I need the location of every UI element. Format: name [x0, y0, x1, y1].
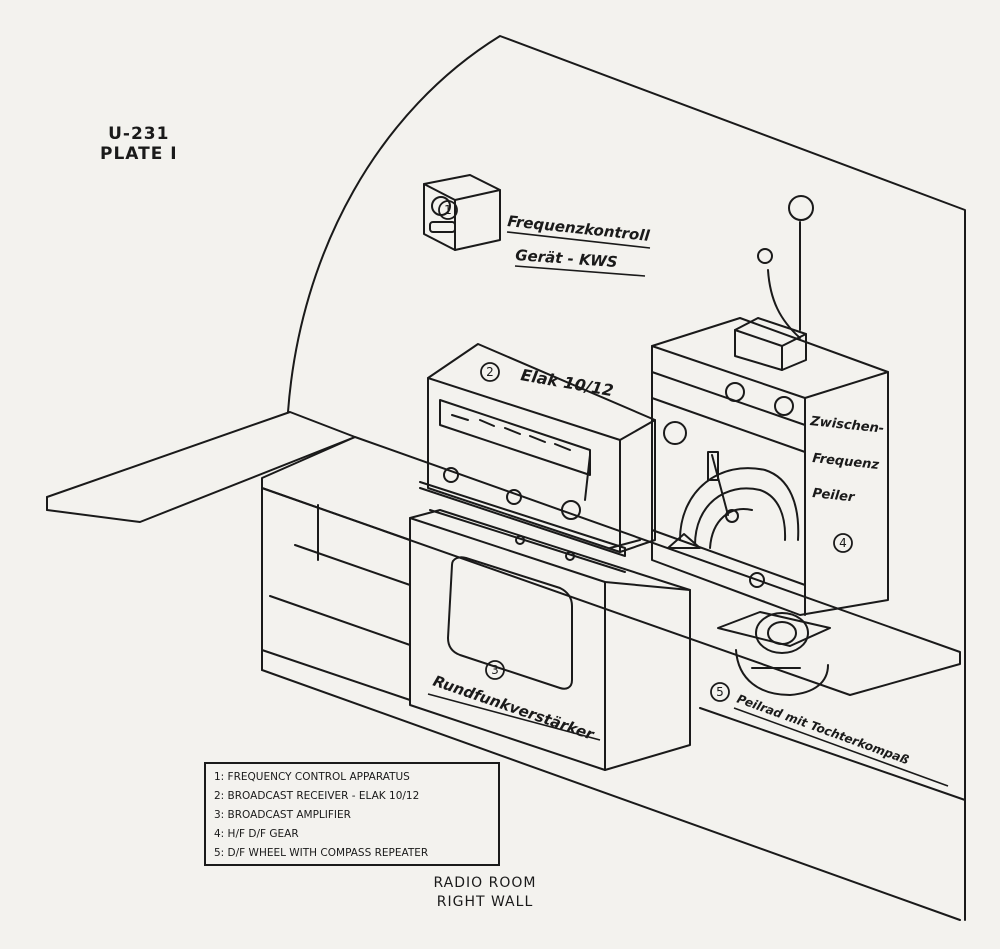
df-gear	[651, 195, 889, 616]
marker-5: 5	[716, 685, 724, 699]
legend-item-1: 1: Frequency control apparatus	[214, 771, 410, 783]
label-4-line2: Frequenz	[812, 451, 881, 473]
marker-3-ring	[485, 660, 505, 680]
marker-4: 4	[839, 536, 847, 550]
label-2: Elak 10/12	[519, 365, 615, 400]
plate-code: U-231	[108, 124, 170, 144]
df-wheel	[717, 611, 831, 696]
frequency-control-box	[423, 174, 501, 251]
wall-baseline	[699, 707, 966, 801]
marker-1-ring	[438, 200, 458, 220]
counter-base-line	[261, 669, 961, 921]
marker-4-ring	[833, 533, 853, 553]
counter-top	[261, 436, 961, 696]
legend-item-2: 2: Broadcast receiver - Elak 10/12	[214, 790, 420, 802]
caption-line1: RADIO ROOM	[433, 875, 537, 891]
plate-title: U-231 PLATE I	[100, 124, 178, 164]
hull-curve	[287, 35, 966, 921]
legend-item-3: 3: Broadcast amplifier	[214, 809, 351, 821]
label-4-line3: Peiler	[812, 486, 857, 505]
marker-2-ring	[480, 362, 500, 382]
label-4-line1: Zwischen-	[809, 414, 885, 437]
caption: RADIO ROOM RIGHT WALL	[410, 874, 560, 912]
marker-2: 2	[486, 365, 494, 379]
elak-receiver	[419, 343, 656, 557]
legend-item-4: 4: H/F D/F gear	[214, 828, 299, 840]
marker-1: 1	[444, 203, 452, 217]
legend-item-5: 5: D/F wheel with compass repeater	[214, 847, 429, 859]
plate-name: PLATE I	[100, 144, 178, 164]
cabinet-shelf-2	[269, 595, 411, 646]
legend-box: 1: Frequency control apparatus 2: Broadc…	[204, 762, 500, 866]
under-cabinet	[261, 487, 411, 701]
broadcast-amplifier	[409, 509, 691, 771]
marker-3: 3	[491, 663, 499, 677]
cabinet-shelf-1	[294, 544, 411, 586]
marker-5-ring	[710, 682, 730, 702]
caption-line2: RIGHT WALL	[436, 894, 534, 910]
